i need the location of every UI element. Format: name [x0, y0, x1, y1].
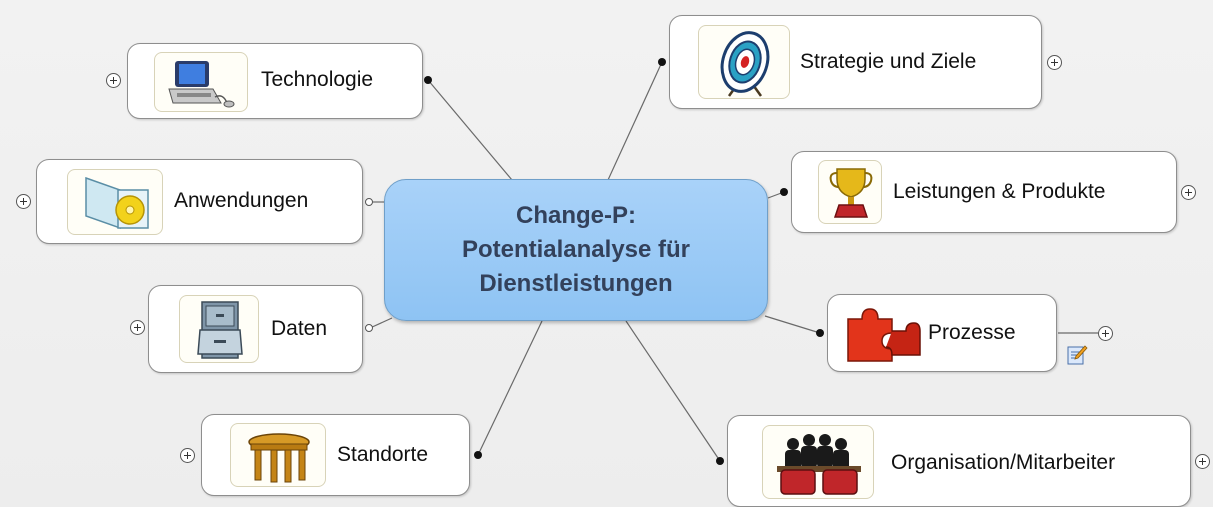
people-meeting-icon — [777, 434, 861, 495]
connector-standorte — [477, 320, 543, 456]
expand-technologie-button[interactable] — [106, 73, 121, 88]
topic-technologie[interactable]: Technologie — [127, 43, 423, 119]
topic-label: Strategie und Ziele — [800, 50, 977, 73]
expand-anwendungen-button[interactable] — [16, 194, 31, 209]
connector-dot-strategie — [658, 58, 666, 66]
topic-leistungen[interactable]: Leistungen & Produkte — [791, 151, 1177, 233]
expand-daten-button[interactable] — [130, 320, 145, 335]
cd-case-icon — [85, 176, 149, 230]
topic-label: Prozesse — [928, 321, 1016, 344]
connector-dot-leistungen — [780, 188, 788, 196]
connector-dot-standorte — [474, 451, 482, 459]
topic-label: Technologie — [261, 68, 374, 91]
topic-icon-frame — [179, 295, 259, 363]
topic-prozesse[interactable]: Prozesse — [827, 294, 1057, 372]
topic-icon-frame — [230, 423, 326, 487]
topic-label: Standorte — [337, 443, 429, 466]
connector-daten — [369, 317, 393, 329]
connector-strategie — [607, 61, 663, 181]
target-icon — [720, 31, 770, 97]
trophy-icon — [829, 168, 873, 218]
laptop-icon — [168, 61, 235, 108]
topic-anwendungen[interactable]: Anwendungen — [36, 159, 363, 244]
connector-dot-daten — [365, 324, 373, 332]
puzzle-icon — [847, 308, 921, 362]
topic-icon-frame — [838, 301, 926, 365]
topic-icon-frame — [67, 169, 163, 235]
topic-icon-frame — [154, 52, 248, 112]
topic-organisation[interactable]: Organisation/Mitarbeiter — [727, 415, 1191, 507]
topic-standorte[interactable]: Standorte — [201, 414, 470, 496]
topic-label: Anwendungen — [174, 189, 309, 212]
expand-standorte-button[interactable] — [180, 448, 195, 463]
topic-label: Daten — [271, 317, 328, 340]
topic-label: Leistungen & Produkte — [893, 180, 1106, 203]
expand-prozesse-button[interactable] — [1098, 326, 1113, 341]
connector-organisation — [625, 320, 721, 462]
filing-cabinet-icon — [197, 301, 243, 359]
connector-prozesse — [764, 315, 821, 334]
expand-strategie-button[interactable] — [1047, 55, 1062, 70]
connector-dot-anwendungen — [365, 198, 373, 206]
topic-strategie[interactable]: Strategie und Ziele — [669, 15, 1042, 109]
expand-leistungen-button[interactable] — [1181, 185, 1196, 200]
topic-label: Organisation/Mitarbeiter — [891, 451, 1116, 474]
topic-icon-frame — [818, 160, 882, 224]
central-topic[interactable]: Change-P: Potentialanalyse für Dienstlei… — [384, 179, 768, 321]
connector-dot-prozesse — [816, 329, 824, 337]
table-icon — [248, 433, 310, 483]
central-topic-title: Change-P: Potentialanalyse für Dienstlei… — [461, 202, 691, 297]
note-icon[interactable] — [1066, 344, 1088, 366]
connector-dot-technologie — [424, 76, 432, 84]
connector-technologie — [427, 79, 513, 181]
expand-organisation-button[interactable] — [1195, 454, 1210, 469]
topic-icon-frame — [698, 25, 790, 99]
topic-daten[interactable]: Daten — [148, 285, 363, 373]
connector-dot-organisation — [716, 457, 724, 465]
topic-icon-frame — [762, 425, 874, 499]
